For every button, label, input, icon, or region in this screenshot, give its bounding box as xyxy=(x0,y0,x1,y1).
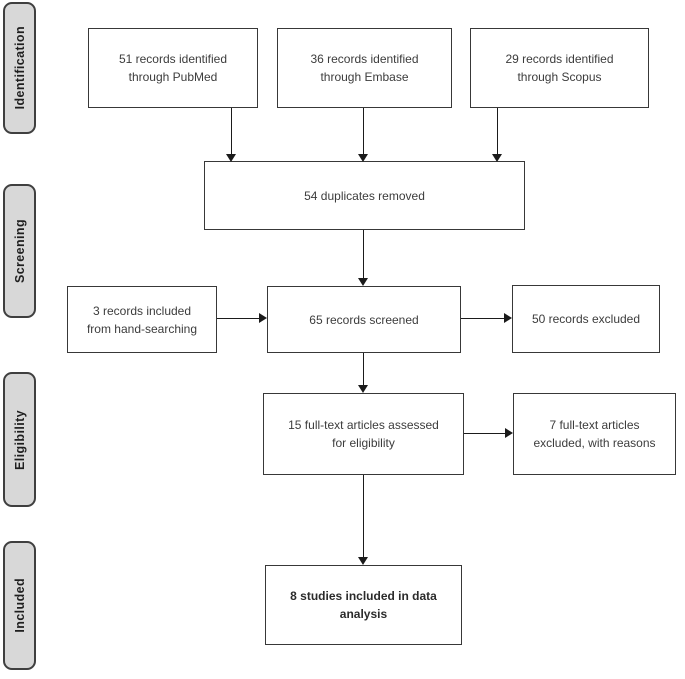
arrow-pubmed-to-duplicates xyxy=(226,108,237,162)
stage-label-eligibility-text: Eligibility xyxy=(12,409,27,470)
box-records-pubmed: 51 records identified through PubMed xyxy=(88,28,258,108)
stage-label-identification-text: Identification xyxy=(12,26,27,110)
box-fulltext-excluded: 7 full-text articles excluded, with reas… xyxy=(513,393,676,475)
box-records-scopus: 29 records identified through Scopus xyxy=(470,28,649,108)
arrow-duplicates-to-screened xyxy=(358,230,369,286)
box-records-screened: 65 records screened xyxy=(267,286,461,353)
arrow-embase-to-duplicates xyxy=(358,108,369,162)
stage-label-identification: Identification xyxy=(3,2,36,134)
stage-label-screening-text: Screening xyxy=(12,218,27,284)
box-hand-searching: 3 records included from hand-searching xyxy=(67,286,217,353)
arrow-screened-to-fulltext xyxy=(358,353,369,393)
box-records-excluded: 50 records excluded xyxy=(512,285,660,353)
stage-label-included: Included xyxy=(3,541,36,670)
arrow-screened-to-excluded xyxy=(461,313,512,324)
arrow-handsearch-to-screened xyxy=(217,313,267,324)
arrow-fulltext-to-excluded xyxy=(464,428,513,439)
box-records-embase: 36 records identified through Embase xyxy=(277,28,452,108)
arrow-scopus-to-duplicates xyxy=(492,108,503,162)
stage-label-eligibility: Eligibility xyxy=(3,372,36,507)
stage-label-included-text: Included xyxy=(12,578,27,633)
arrow-fulltext-to-included xyxy=(358,475,369,565)
box-studies-included: 8 studies included in data analysis xyxy=(265,565,462,645)
box-duplicates-removed: 54 duplicates removed xyxy=(204,161,525,230)
stage-label-screening: Screening xyxy=(3,184,36,318)
box-fulltext-assessed: 15 full-text articles assessed for eligi… xyxy=(263,393,464,475)
